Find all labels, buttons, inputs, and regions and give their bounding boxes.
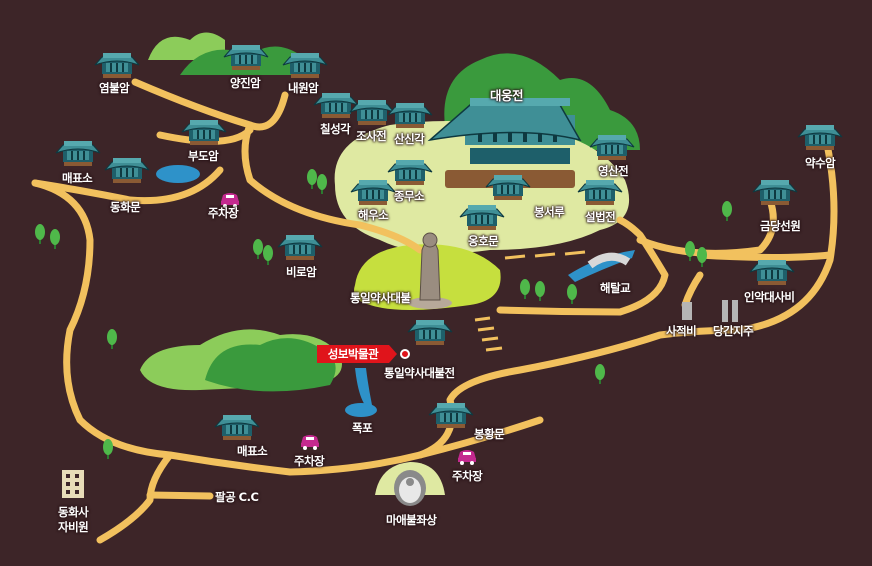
label-budoam[interactable]: 부도암 xyxy=(188,149,219,163)
donghwamun-icon xyxy=(104,157,150,184)
label-palgong-cc[interactable]: 팔공 C.C xyxy=(215,490,259,504)
biroam-icon xyxy=(277,234,323,261)
tongil-buddha-statue-icon xyxy=(408,232,452,309)
maepyoso-top-icon xyxy=(55,140,101,167)
label-daeungjeon[interactable]: 대웅전 xyxy=(490,88,524,103)
label-yeombulam[interactable]: 염불암 xyxy=(99,81,130,95)
label-naewonam[interactable]: 내원암 xyxy=(288,81,319,95)
label-parking-3[interactable]: 주차장 xyxy=(452,469,483,483)
bonghwangmun-icon xyxy=(428,402,474,429)
label-donghwamun[interactable]: 동화문 xyxy=(110,200,141,214)
label-biroam[interactable]: 비로암 xyxy=(286,265,317,279)
label-jongmuso[interactable]: 종무소 xyxy=(394,189,425,203)
jabiwon-building-icon xyxy=(62,470,84,498)
label-chilseonggak[interactable]: 칠성각 xyxy=(320,122,351,136)
label-danggan[interactable]: 당간지주 xyxy=(713,324,754,338)
yeombulam-icon xyxy=(94,52,140,79)
josajeon-icon xyxy=(349,99,395,126)
label-haeuso[interactable]: 해우소 xyxy=(358,208,389,222)
maaebul-icon xyxy=(394,470,426,506)
sajeokbi-icon xyxy=(682,302,692,320)
label-ongmun[interactable]: 옹호문 xyxy=(468,234,499,248)
label-bongseoru[interactable]: 봉서루 xyxy=(534,205,565,219)
label-haetalgyo[interactable]: 해탈교 xyxy=(600,281,631,295)
label-jabiwon-1[interactable]: 동화사 xyxy=(58,505,89,519)
label-jabiwon-2[interactable]: 자비원 xyxy=(58,520,89,534)
label-bonghwangmun[interactable]: 봉황문 xyxy=(474,427,505,441)
museum-callout[interactable]: 성보박물관 xyxy=(317,345,397,363)
label-geumdangseonwon[interactable]: 금당선원 xyxy=(760,219,801,233)
label-maepyoso-top[interactable]: 매표소 xyxy=(62,171,93,185)
parking-icon xyxy=(301,435,319,450)
label-waterfall[interactable]: 폭포 xyxy=(352,421,373,435)
label-parking-1[interactable]: 주차장 xyxy=(208,206,239,220)
chilseonggak-icon xyxy=(313,92,359,119)
label-yangjinam[interactable]: 양진암 xyxy=(230,76,261,90)
label-seolbeopjeon[interactable]: 설법전 xyxy=(585,210,616,224)
museum-pin-icon xyxy=(400,349,410,359)
label-josajeon[interactable]: 조사전 xyxy=(356,129,387,143)
label-yeongsanjeon[interactable]: 영산전 xyxy=(598,164,629,178)
label-yaksuam[interactable]: 약수암 xyxy=(805,156,836,170)
parking-icon xyxy=(458,450,476,465)
label-inak-stele[interactable]: 인악대사비 xyxy=(744,290,795,304)
danggan-icon xyxy=(722,300,728,322)
label-tongil-buddha[interactable]: 통일약사대불 xyxy=(350,291,411,305)
tongil-hall-icon xyxy=(407,319,453,346)
maepyoso-bottom-icon xyxy=(214,414,260,441)
inak-stele-icon xyxy=(749,259,795,286)
label-maaebul[interactable]: 마애불좌상 xyxy=(386,513,437,527)
geumdangseonwon-icon xyxy=(752,179,798,206)
haetalgyo-icon xyxy=(587,252,631,269)
yaksuam-icon xyxy=(797,124,843,151)
label-maepyoso-bottom[interactable]: 매표소 xyxy=(237,444,268,458)
label-parking-2[interactable]: 주차장 xyxy=(294,454,325,468)
label-sajeokbi[interactable]: 사적비 xyxy=(666,324,697,338)
label-sansingak[interactable]: 산신각 xyxy=(394,132,425,146)
label-tongil-hall[interactable]: 통일약사대불전 xyxy=(384,366,455,380)
